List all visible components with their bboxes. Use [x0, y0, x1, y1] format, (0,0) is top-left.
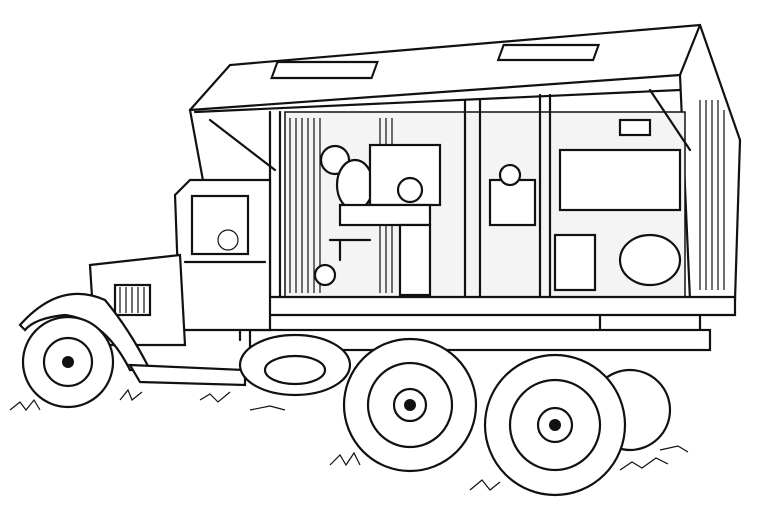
chassis-frame	[248, 328, 712, 352]
cab-window	[190, 194, 250, 256]
front-wheel	[21, 315, 115, 409]
spare-tire	[238, 333, 352, 397]
machinery-right	[488, 118, 682, 292]
machinery-left	[313, 143, 442, 297]
cab	[18, 178, 272, 387]
roof-hatch	[270, 60, 379, 80]
running-board	[128, 363, 247, 387]
platform	[223, 295, 737, 317]
rear-wheel-rear	[483, 353, 627, 497]
workshop-body	[188, 23, 742, 352]
grass	[9, 388, 689, 491]
roof-hatch	[496, 43, 601, 62]
rear-wheel-middle	[342, 337, 478, 473]
